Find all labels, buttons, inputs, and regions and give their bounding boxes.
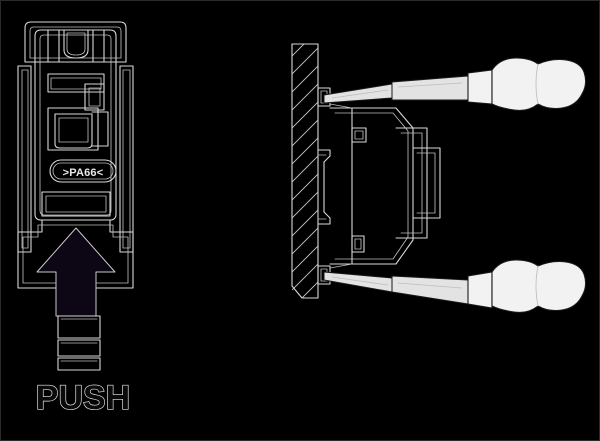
material-marking-text: >PA66< <box>63 167 104 179</box>
upper-latch-detail <box>351 127 367 143</box>
lower-latch-detail <box>351 235 365 253</box>
housing-top-cap <box>24 21 127 63</box>
latch-window <box>47 73 109 151</box>
ribbed-stem <box>57 315 101 371</box>
upper-screwdriver <box>323 57 587 111</box>
housing-top-slots <box>47 29 105 63</box>
connector-front-view: >PA66< PUS <box>17 21 134 418</box>
material-marking-badge: >PA66< <box>49 159 117 183</box>
connector-guide-lines <box>329 103 353 269</box>
panel-retention-tab <box>317 149 331 225</box>
lower-screwdriver-handle <box>491 259 587 313</box>
lower-screwdriver <box>323 259 587 313</box>
housing-lower-band <box>41 191 111 217</box>
upper-screwdriver-ferrule <box>467 69 493 105</box>
upper-screwdriver-blade <box>323 75 469 104</box>
connector-section-view <box>291 43 587 313</box>
bulkhead-panel <box>291 43 319 299</box>
push-label: PUSH <box>36 379 130 417</box>
connector-body <box>329 107 441 265</box>
lower-screwdriver-blade <box>323 271 469 305</box>
push-direction-arrow <box>36 227 116 317</box>
section-hatching <box>292 44 318 298</box>
upper-screwdriver-handle <box>491 57 587 111</box>
lower-screwdriver-ferrule <box>467 271 493 309</box>
